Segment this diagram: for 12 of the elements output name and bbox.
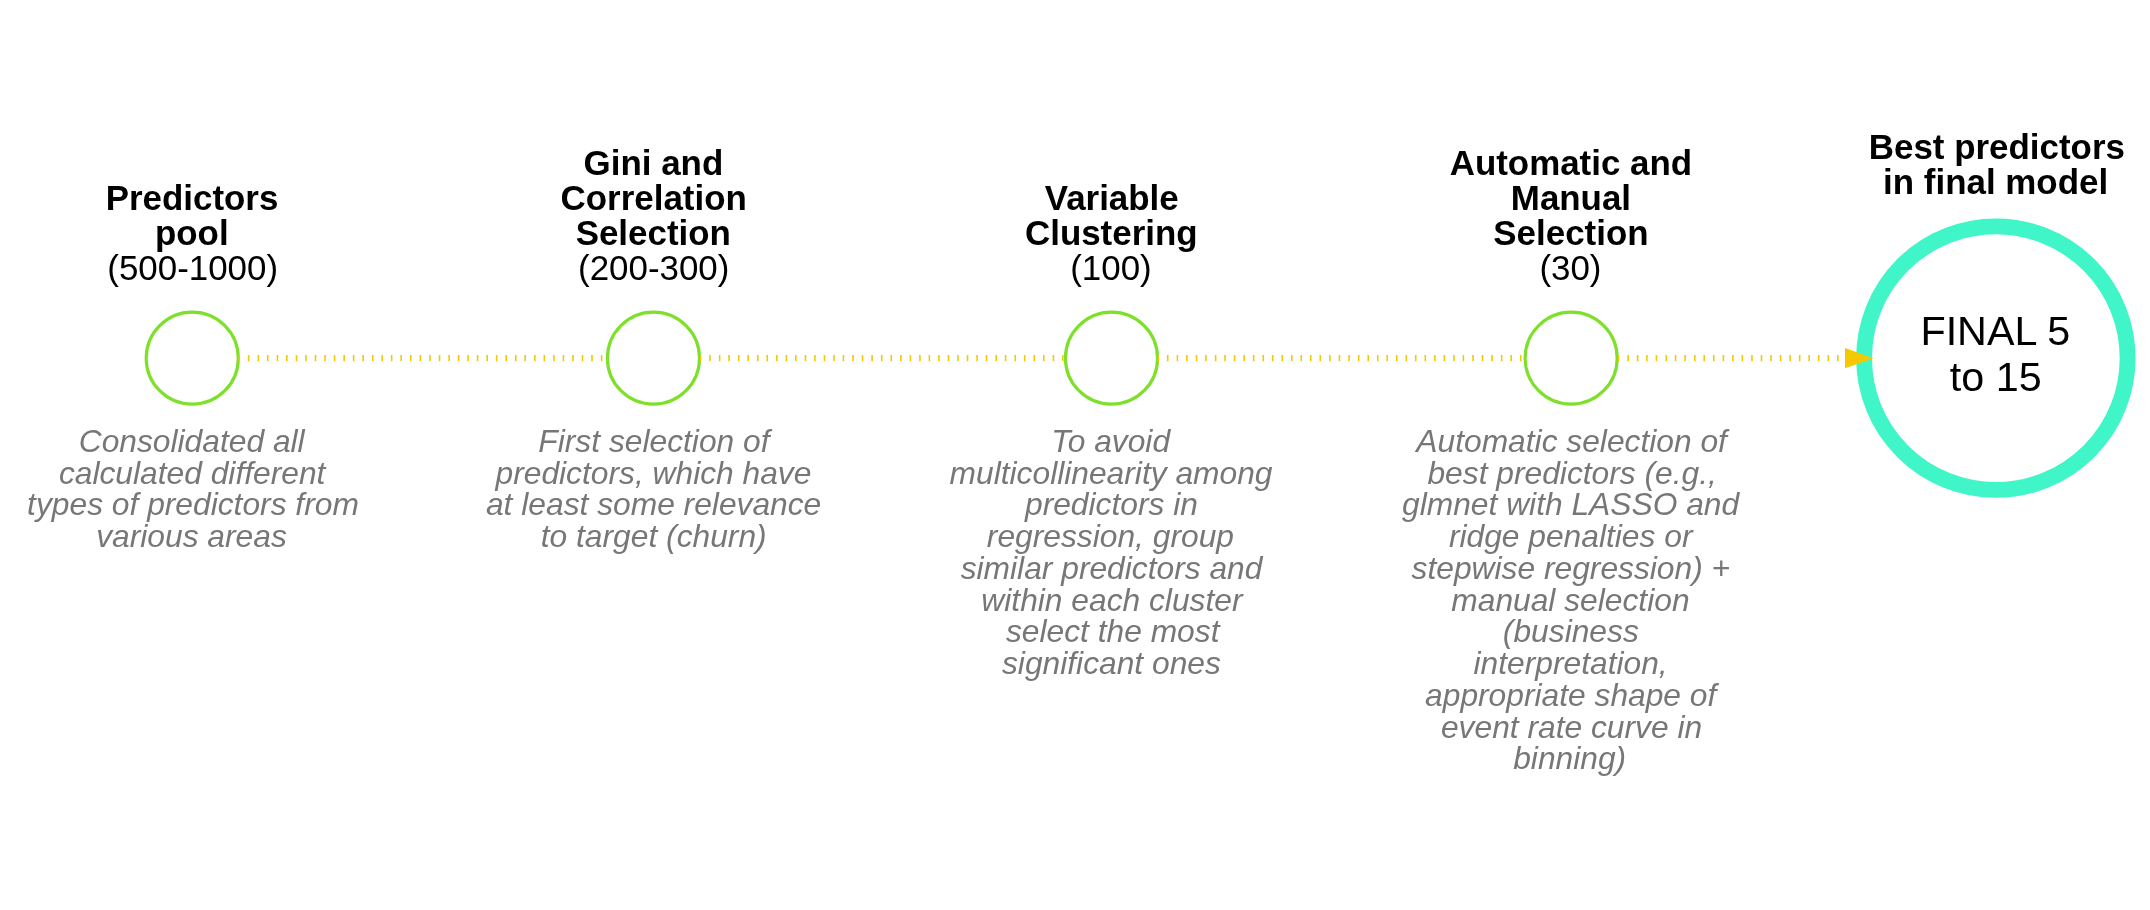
node-label: First selection of predictors, which have at least some relevance to target (churn): [485, 422, 822, 555]
arrow: [1617, 348, 1874, 369]
node-circle: [144, 310, 240, 406]
node-label: Best predictors in final model: [1868, 127, 2125, 201]
node-label: To avoid multicollinearity among predictors in regression, group similar predictors and within each cluster select the most significant ones: [949, 422, 1273, 682]
node-circle: [1063, 310, 1160, 406]
node-label: Consolidated all calculated different types of predictors from various areas: [27, 422, 359, 555]
node-circle: [1523, 310, 1619, 406]
connector: [699, 354, 1066, 362]
node-label: Automatic selection of best predictors (e.g., glmnet with LASSO and ridge penalties or stepwise regression) + manual selection (business interpretation, appropriate shape of event rate curve in binning): [1402, 422, 1740, 777]
node-circle: [605, 310, 702, 406]
node-circle: FINAL 5 to 15: [1856, 218, 2136, 498]
